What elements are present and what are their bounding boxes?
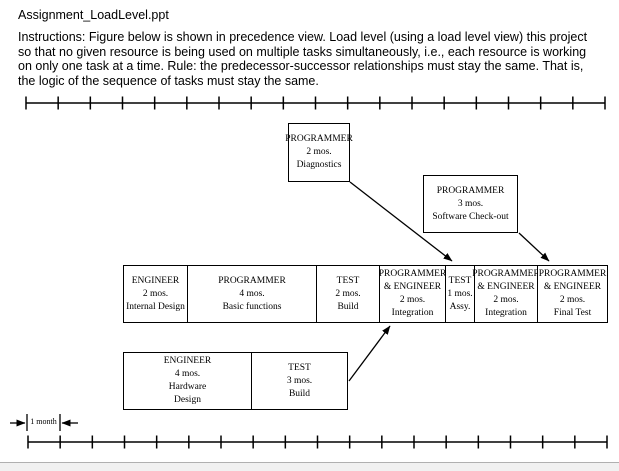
task-box-line: 2 mos. xyxy=(559,295,586,305)
task-box-line: ENGINEER xyxy=(163,356,212,366)
task-box-line: Basic functions xyxy=(222,301,282,312)
legend-1month-label: 1 month xyxy=(30,417,57,426)
checkout-to-final-test xyxy=(518,232,550,262)
task-box-line: 2 mos. xyxy=(142,288,169,299)
task-box-line: PROGRAMMER xyxy=(285,134,353,144)
task-box-line: Integration xyxy=(485,308,527,318)
task-box-line: TEST xyxy=(448,275,472,286)
task-box-line: & ENGINEER xyxy=(477,282,535,292)
task-box-line: 2 mos. xyxy=(399,295,426,305)
task-box-line: PROGRAMMER xyxy=(378,269,447,279)
task-box-line: PROGRAMMER xyxy=(472,269,540,279)
task-box-line: PROGRAMMER xyxy=(436,185,505,196)
task-box-line: Design xyxy=(174,395,201,405)
task-box-line: 2 mos. xyxy=(493,295,519,305)
task-box-internal-design[interactable]: ENGINEER 2 mos. Internal Design xyxy=(123,265,188,323)
task-box-basic-functions[interactable]: PROGRAMMER 4 mos. Basic functions xyxy=(188,265,317,323)
task-box-build-3mos[interactable]: TEST 3 mos. Build xyxy=(252,352,348,410)
task-box-line: PROGRAMMER xyxy=(218,275,286,286)
task-box-line: Hardware xyxy=(168,382,207,392)
task-box-integration-1[interactable]: PROGRAMMER & ENGINEER 2 mos. Integration xyxy=(378,265,447,323)
task-box-integration-2[interactable]: PROGRAMMER & ENGINEER 2 mos. Integration xyxy=(472,265,540,323)
task-box-line: Software Check-out xyxy=(432,211,509,222)
task-box-line: Build xyxy=(288,388,311,399)
task-box-diagnostics[interactable]: PROGRAMMER 2 mos. Diagnostics xyxy=(285,123,353,182)
task-box-line: Internal Design xyxy=(126,301,185,312)
instructions-line: on only one task at a time. Rule: the pr… xyxy=(18,59,584,74)
task-box-line: Build xyxy=(337,301,359,312)
bottom-edge-band xyxy=(0,462,619,471)
task-box-line: PROGRAMMER xyxy=(538,269,607,279)
task-box-final-test[interactable]: PROGRAMMER & ENGINEER 2 mos. Final Test xyxy=(538,265,608,323)
instructions-line: Instructions: Figure below is shown in p… xyxy=(18,30,588,44)
task-box-line: 1 mos. xyxy=(447,288,473,299)
task-box-line: 3 mos. xyxy=(286,375,313,386)
task-box-assy[interactable]: TEST 1 mos. Assy. xyxy=(446,265,475,323)
task-box-line: Diagnostics xyxy=(296,160,342,170)
task-box-line: & ENGINEER xyxy=(543,282,602,292)
instructions-line: so that no given resource is being used … xyxy=(18,44,587,59)
task-box-line: 2 mos. xyxy=(335,288,361,299)
task-box-line: Integration xyxy=(391,308,434,318)
instructions-line: the logic of the sequence of tasks must … xyxy=(18,73,319,88)
file-title: Assignment_LoadLevel.ppt xyxy=(18,8,169,22)
build-to-integration xyxy=(348,325,391,382)
task-box-line: ENGINEER xyxy=(131,275,180,286)
task-box-line: 2 mos. xyxy=(306,147,332,157)
task-box-line: TEST xyxy=(288,362,311,373)
task-box-build-2mos[interactable]: TEST 2 mos. Build xyxy=(317,265,380,323)
task-box-software-checkout[interactable]: PROGRAMMER 3 mos. Software Check-out xyxy=(423,175,518,233)
task-box-line: TEST xyxy=(336,275,360,286)
task-box-line: Assy. xyxy=(449,301,471,312)
task-box-line: 4 mos. xyxy=(239,288,265,299)
task-box-line: 4 mos. xyxy=(174,369,201,379)
instructions-text: Instructions: Figure below is shown in p… xyxy=(18,30,610,88)
task-box-line: 3 mos. xyxy=(457,198,484,209)
task-box-line: Final Test xyxy=(553,308,592,318)
task-box-line: & ENGINEER xyxy=(383,282,442,292)
